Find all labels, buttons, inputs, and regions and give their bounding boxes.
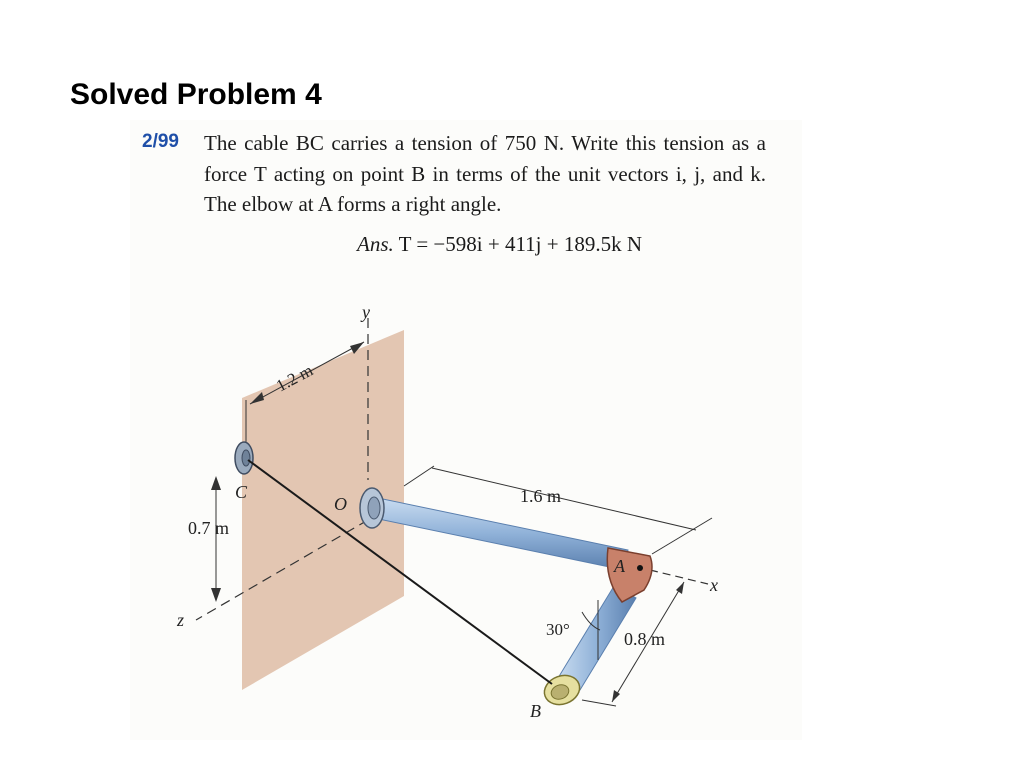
pipe-oa [373,497,629,571]
dim-1-6-line [431,467,697,531]
dim-0-8-ext [581,699,617,707]
z-axis-line [195,519,369,621]
elbow-a [606,547,653,603]
answer-expression: T = −598i + 411j + 189.5k N [398,232,643,256]
z-axis-label: z [176,610,184,630]
dim-1-2-arrow-left [250,392,264,404]
dim-0-8-line [611,581,685,703]
problem-statement: The cable BC carries a tension of 750 N.… [204,131,766,216]
dim-1-6-label: 1.6 m [520,486,561,506]
answer: Ans. T = −598i + 411j + 189.5k N [357,232,642,257]
angle-arc [581,611,601,631]
dim-0-7-arrow-top [211,476,221,490]
dim-0-7-label: 0.7 m [188,518,229,538]
dim-1-6-ext-right [651,517,713,555]
answer-label: Ans. [357,232,394,256]
cable-bc [247,459,553,685]
dim-1-6-ext-left [403,465,435,487]
flange-c-inner [241,449,251,467]
point-a-dot [637,565,643,571]
problem-number: 2/99 [142,131,179,152]
flange-o-inner [367,496,381,520]
dim-1-2-line [249,341,365,405]
point-a-label: A [613,556,626,576]
dim-0-8-arrow-top [676,582,684,594]
x-axis-label: x [709,575,718,595]
wall-panel [242,330,404,690]
dim-0-7-arrow-bottom [211,588,221,602]
collar-b-inner [550,684,570,700]
y-axis-label: y [360,302,370,322]
slide-title: Solved Problem 4 [70,78,322,111]
point-o-label: O [334,494,347,514]
angle-30-label: 30° [546,620,570,639]
point-b-label: B [530,701,541,721]
point-c-label: C [235,482,248,502]
x-axis-line [649,569,709,585]
dim-1-2-arrow-right [350,342,364,354]
dim-0-8-arrow-bottom [612,690,620,702]
dim-0-8-label: 0.8 m [624,629,665,649]
